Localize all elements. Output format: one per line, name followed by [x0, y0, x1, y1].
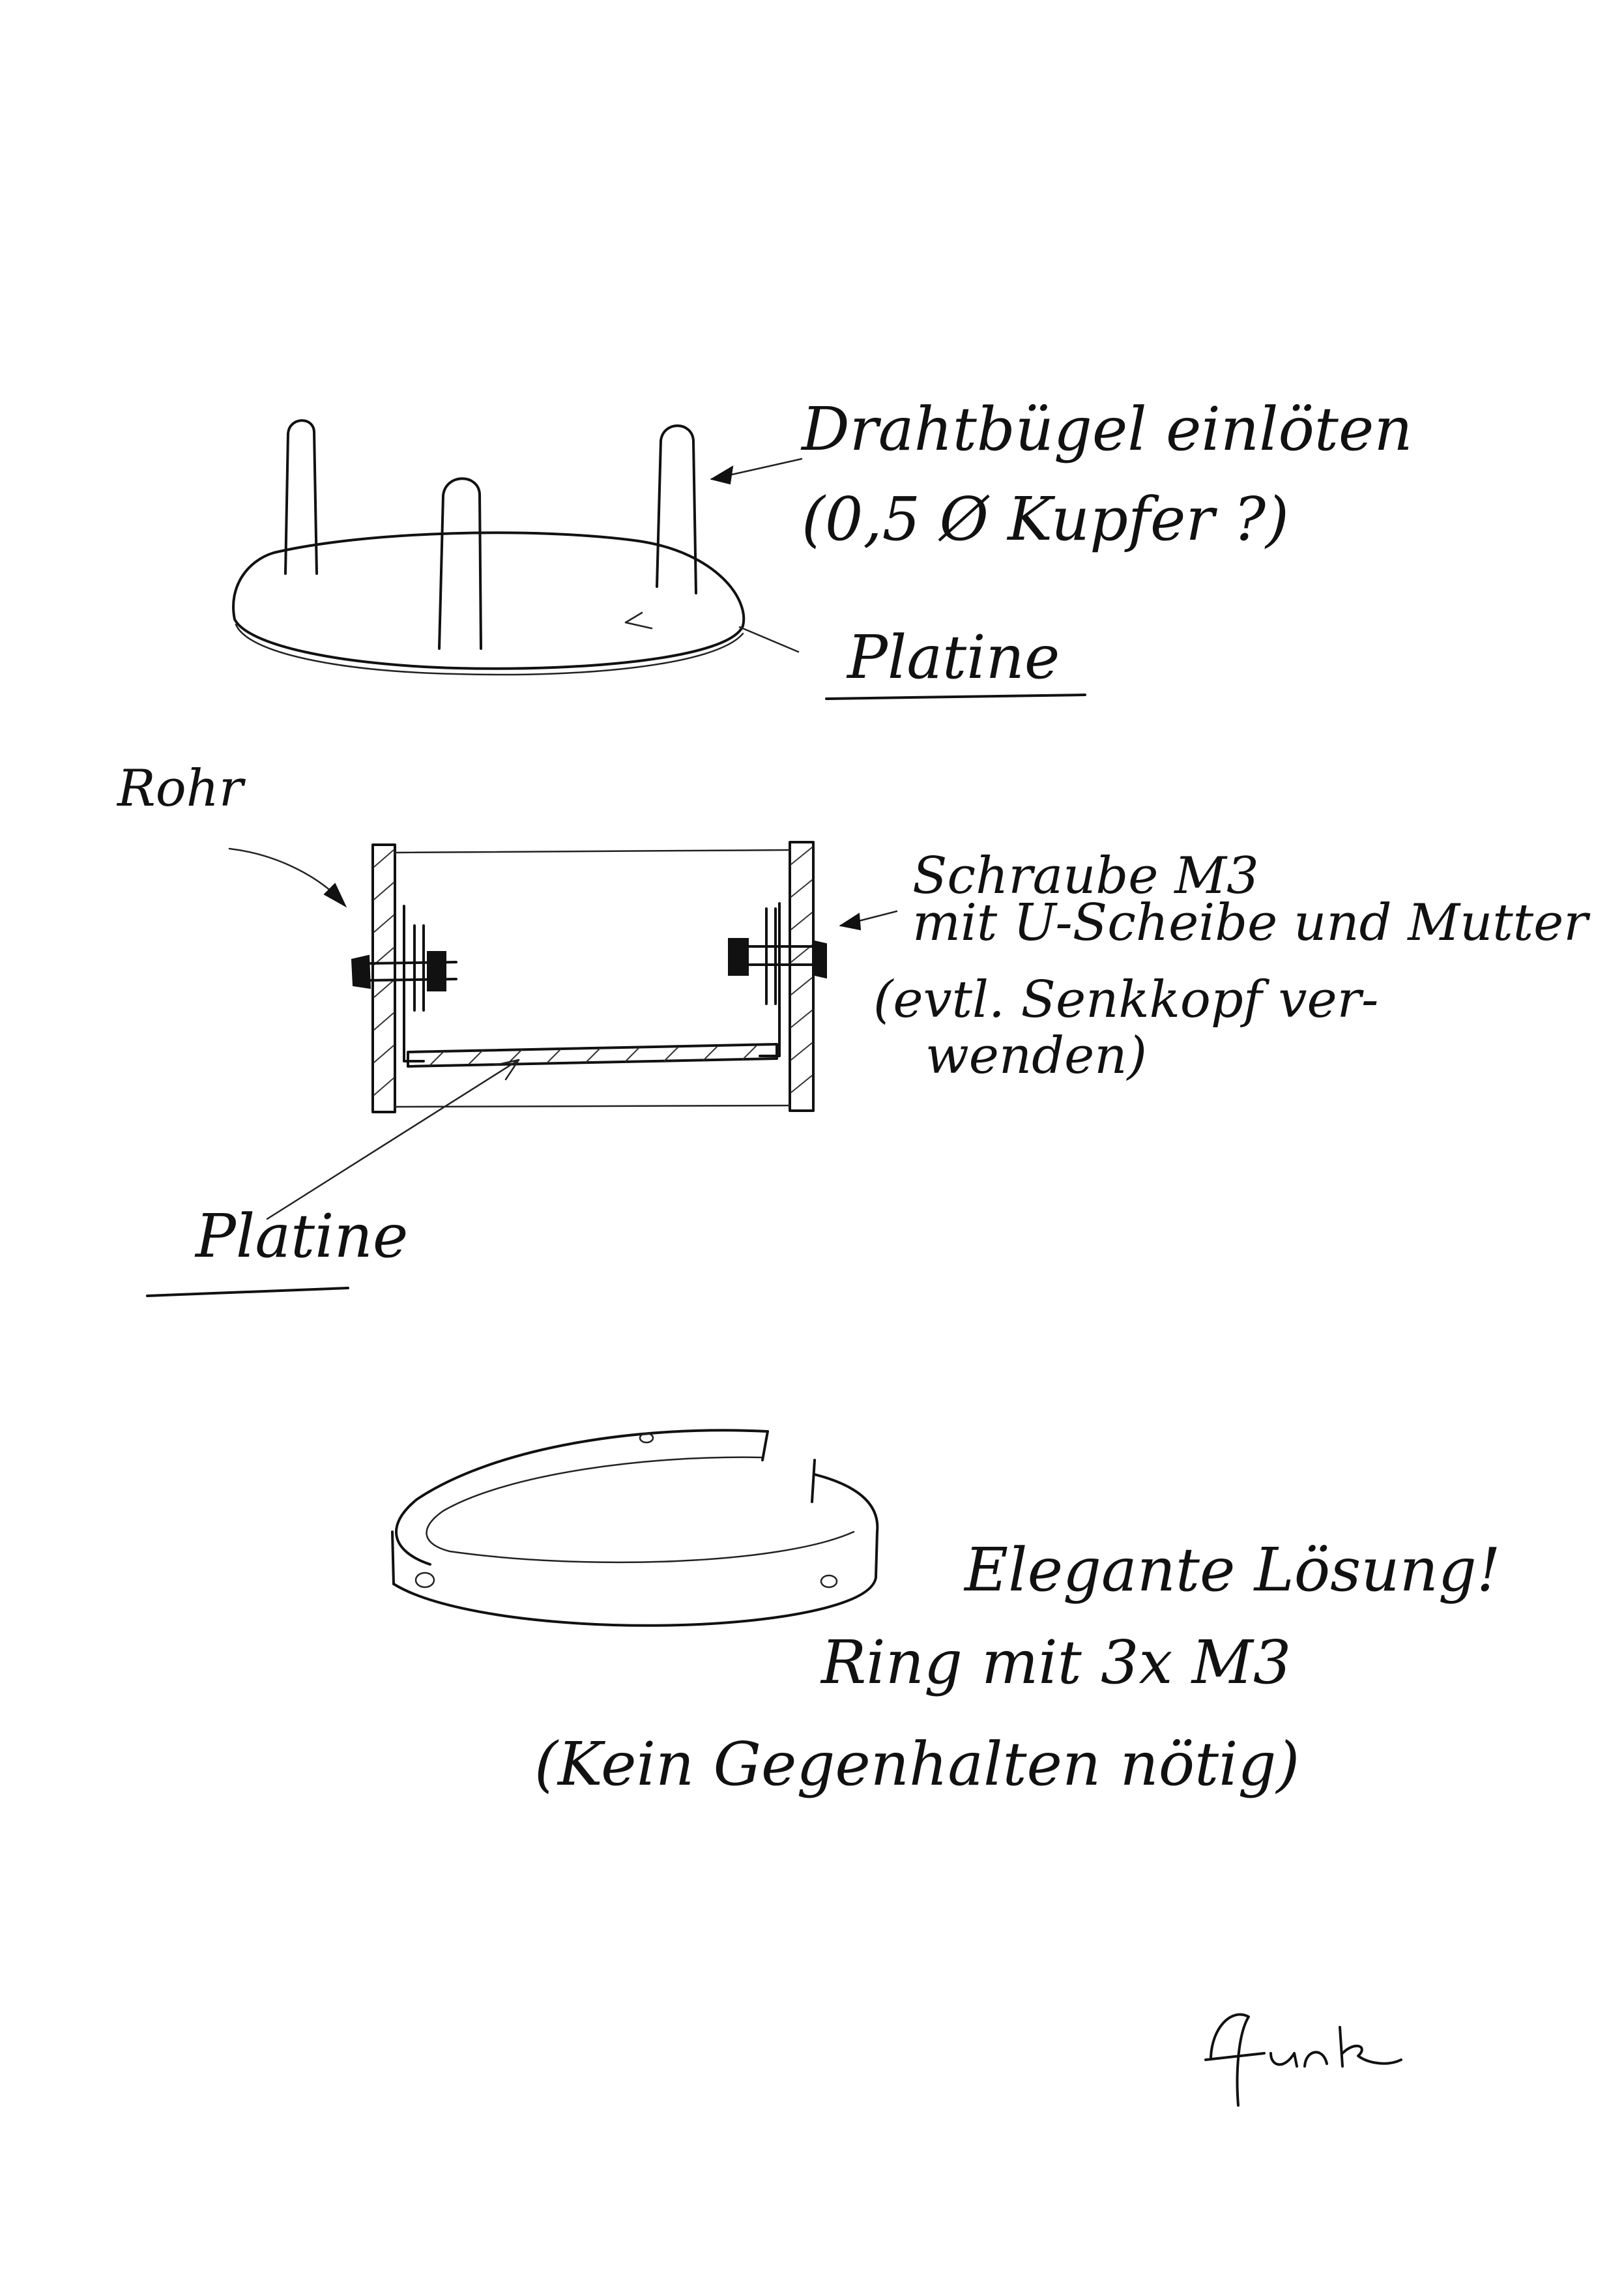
- ring-note-label: (Kein Gegenhalten nötig): [534, 1729, 1299, 1799]
- wire-loop-left: [284, 419, 318, 575]
- ring-label: Ring mit 3x M3: [820, 1628, 1291, 1697]
- tube-top-line: [394, 849, 791, 854]
- drawing-tube-section: Rohr Schraube M3 mit U-Scheibe und Mutte…: [116, 759, 1591, 1297]
- bracket-right: [759, 902, 781, 1057]
- screw-left-nut: [427, 951, 446, 991]
- board-label-bottom-underline: [146, 1287, 349, 1297]
- tube-wall-right: [789, 841, 815, 1112]
- ring-hole-right: [820, 1574, 838, 1589]
- tube-label: Rohr: [116, 759, 246, 818]
- board-section-hatch: [429, 1046, 757, 1066]
- ring-inner-edge: [426, 1456, 855, 1564]
- signature: [1204, 2013, 1402, 2107]
- board-label-top: Platine: [846, 622, 1060, 692]
- screw-right-washer: [765, 907, 777, 1005]
- tube-bottom-line: [394, 1104, 791, 1108]
- board-edge: [235, 623, 744, 676]
- tube-label-leader: [228, 847, 339, 898]
- drawing-board-with-wires: Drahtbügel einlöten (0,5 Ø Kupfer ?) Pla…: [232, 394, 1413, 700]
- wire-label-arrowhead: [710, 465, 734, 485]
- board-outline: [232, 531, 746, 670]
- screw-label-line-2: mit U-Scheibe und Mutter: [912, 894, 1591, 952]
- screw-left-washer: [413, 924, 425, 1012]
- screw-label-line-3: (evtl. Senkkopf ver-: [873, 971, 1378, 1029]
- wire-loop-middle: [438, 477, 482, 650]
- tube-wall-left-hatch: [373, 849, 394, 1096]
- board-inner-arrow: [624, 611, 653, 630]
- drawing-ring: Elegante Lösung! Ring mit 3x M3 (Kein Ge…: [391, 1429, 1501, 1799]
- bracket-left: [403, 905, 425, 1062]
- board-label-bottom: Platine: [194, 1201, 408, 1271]
- ring-band-left: [391, 1530, 395, 1585]
- ring-gap-end-left: [761, 1430, 769, 1461]
- tube-wall-right-hatch: [790, 847, 813, 1093]
- ring-hole-left: [414, 1572, 435, 1589]
- board-bottom-arrowhead: [494, 1059, 520, 1081]
- tube-wall-left: [371, 843, 396, 1113]
- solution-label: Elegante Lösung!: [963, 1535, 1501, 1605]
- board-label-top-underline: [825, 694, 1086, 700]
- screw-label-arrowhead: [839, 913, 862, 931]
- wire-label: Drahtbügel einlöten: [800, 394, 1413, 464]
- wire-note-label: (0,5 Ø Kupfer ?): [802, 484, 1289, 554]
- ring-outer-top: [395, 1429, 769, 1566]
- screw-left-head: [351, 954, 371, 989]
- screw-label-line-1: Schraube M3: [912, 847, 1259, 905]
- board-label-leader: [738, 626, 800, 653]
- ring-gap-end-right: [811, 1459, 816, 1503]
- screw-right-nut: [728, 938, 749, 976]
- ring-outer-top-right: [813, 1473, 879, 1533]
- tube-label-arrowhead: [323, 883, 347, 908]
- signature-stroke: [1204, 2013, 1402, 2107]
- board-bottom-label-leader: [266, 1059, 520, 1220]
- wire-loop-right: [656, 424, 697, 594]
- ring-bottom-edge: [392, 1576, 877, 1627]
- ring-hole-top: [639, 1432, 654, 1444]
- screw-right-head: [814, 940, 827, 979]
- screw-label-line-4: wenden): [925, 1027, 1147, 1085]
- ring-band-right: [875, 1530, 878, 1579]
- board-section: [407, 1043, 778, 1068]
